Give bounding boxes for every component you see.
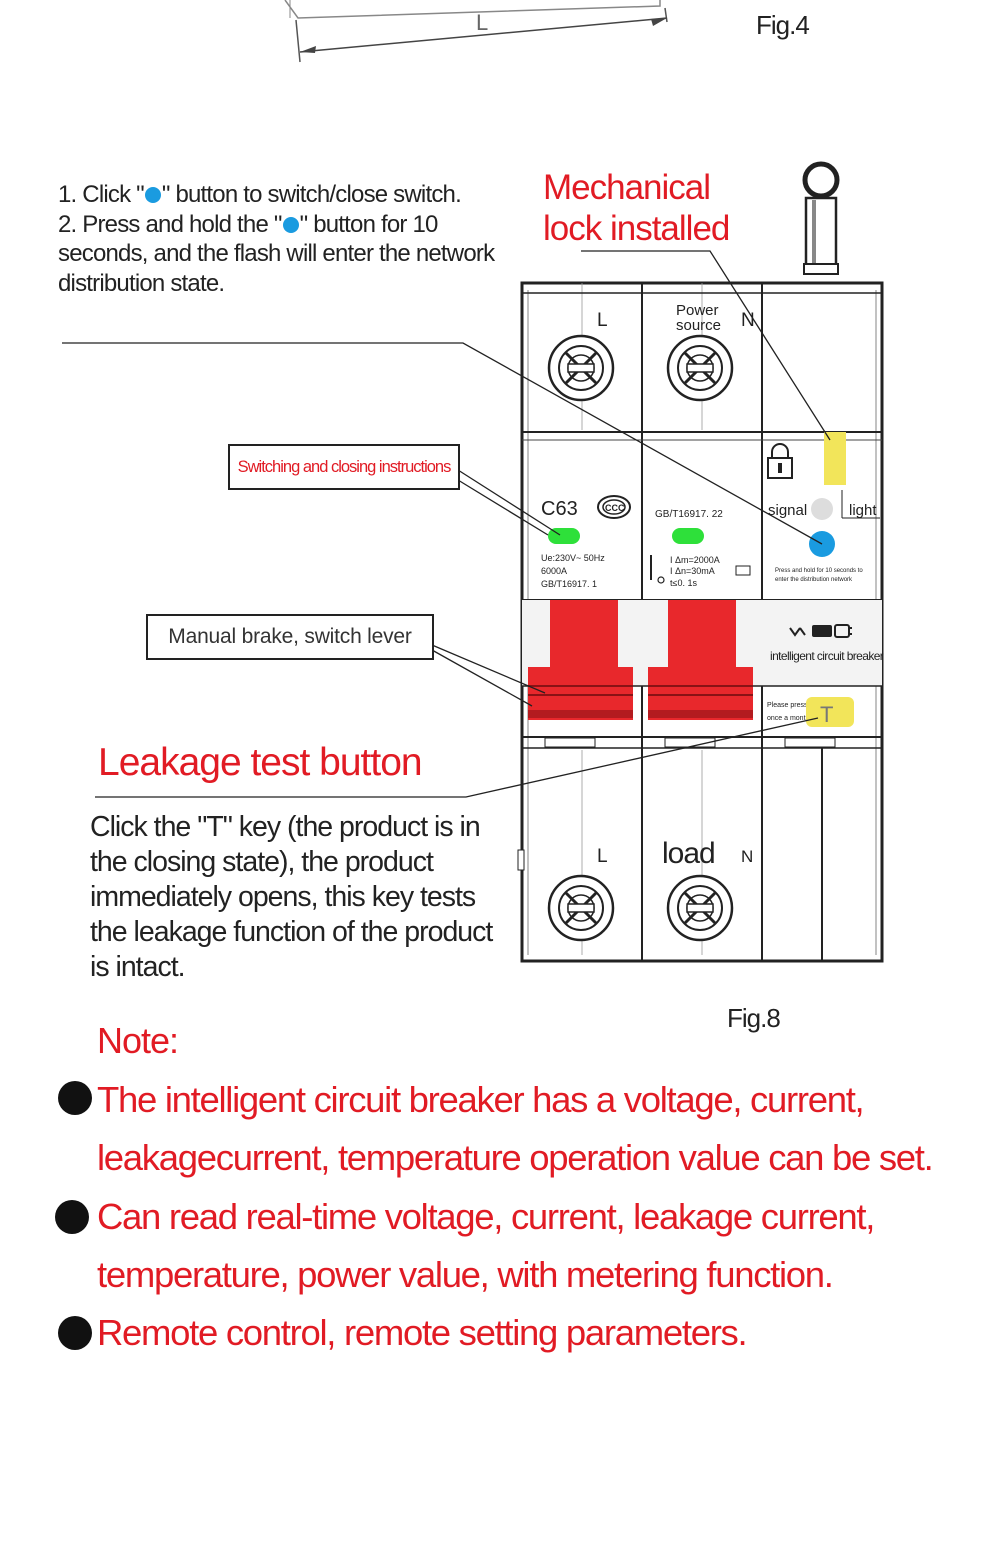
switch-lever-left[interactable] [528, 600, 633, 720]
spec-left-3: GB/T16917. 1 [541, 579, 597, 589]
bottom-terminal-n-label: N [741, 847, 753, 866]
press-once-note-1: Please press [767, 702, 808, 709]
switch-lever-right[interactable] [648, 600, 753, 720]
light-label: light [849, 502, 877, 519]
brand-logo-icon [789, 624, 852, 638]
leakage-test-description: Click the "T" key (the product is in the… [90, 811, 493, 983]
spec-mid-1: I Δm=2000A [670, 555, 720, 565]
top-terminal-l [547, 334, 615, 402]
bottom-terminal-n [666, 874, 734, 942]
press-once-note-2: once a month [767, 715, 810, 722]
fig4-caption: Fig.4 [756, 10, 810, 40]
svg-text:CCC: CCC [605, 503, 625, 513]
bullet-icon [55, 1200, 89, 1234]
mechanical-lock-shackle [802, 161, 840, 275]
svg-text:T: T [820, 702, 833, 727]
bottom-terminal-l-label: L [597, 846, 608, 867]
leakage-test-title: Leakage test button [98, 741, 423, 784]
mechanical-lock-block [824, 432, 846, 485]
switching-instructions-callout: Switching and closing instructions [228, 444, 460, 490]
spec-mid-3: t≤0. 1s [670, 578, 697, 588]
bullet-icon [58, 1081, 92, 1115]
blue-button-icon [144, 187, 161, 203]
bullet-icon [58, 1316, 92, 1350]
note-item-3: Remote control, remote setting parameter… [97, 1312, 748, 1353]
network-instructions: 1. Click "" button to switch/close switc… [58, 180, 498, 298]
signal-indicator-icon [811, 498, 833, 520]
mechanical-lock-callout: Mechanical lock installed [543, 168, 730, 248]
leader-lines [62, 250, 831, 798]
rating-label: C63 [541, 498, 578, 520]
press-hold-note-1: Press and hold for 10 seconds to [775, 568, 863, 574]
padlock-icon [767, 443, 793, 479]
top-terminal-n-label: N [741, 310, 755, 331]
signal-label: signal [768, 502, 807, 519]
dimension-label: L [476, 10, 488, 35]
circuit-breaker-drawing: L Power source N C63 CCC GB/T16917. 22 U… [62, 161, 884, 963]
spec-left-2: 6000A [541, 566, 567, 576]
power-source-label-2: source [676, 317, 721, 334]
brand-label: intelligent circuit breaker [770, 649, 884, 663]
top-terminal-l-label: L [597, 310, 608, 331]
spec-left-1: Ue:230V~ 50Hz [541, 553, 605, 563]
fig8-caption: Fig.8 [727, 1003, 781, 1033]
spec-mid-2: I Δn=30mA [670, 566, 715, 576]
leakage-test-key[interactable]: T [806, 697, 854, 727]
blue-button-icon [282, 216, 299, 233]
note-heading: Note: [97, 1020, 179, 1061]
ccc-mark-icon: CCC [597, 495, 631, 519]
note-item-1: The intelligent circuit breaker has a vo… [97, 1079, 934, 1178]
fig4-dimension-drawing: L [284, 0, 668, 63]
instruction-step-1: 1. Click "" button to switch/close switc… [58, 181, 462, 208]
bottom-terminal-l [547, 874, 615, 942]
standard-mid-label: GB/T16917. 22 [655, 509, 723, 520]
load-label: load [662, 837, 715, 870]
instruction-step-2: 2. Press and hold the "" button for 10 s… [58, 210, 495, 297]
power-source-label-1: Power [676, 302, 719, 319]
trip-indicator-icon [650, 555, 665, 584]
manual-brake-callout: Manual brake, switch lever [146, 614, 434, 660]
status-led-mid [672, 528, 704, 544]
note-item-2: Can read real-time voltage, current, lea… [97, 1196, 875, 1295]
top-terminal-n [666, 334, 734, 402]
press-hold-note-2: enter the distribution network [775, 577, 853, 583]
